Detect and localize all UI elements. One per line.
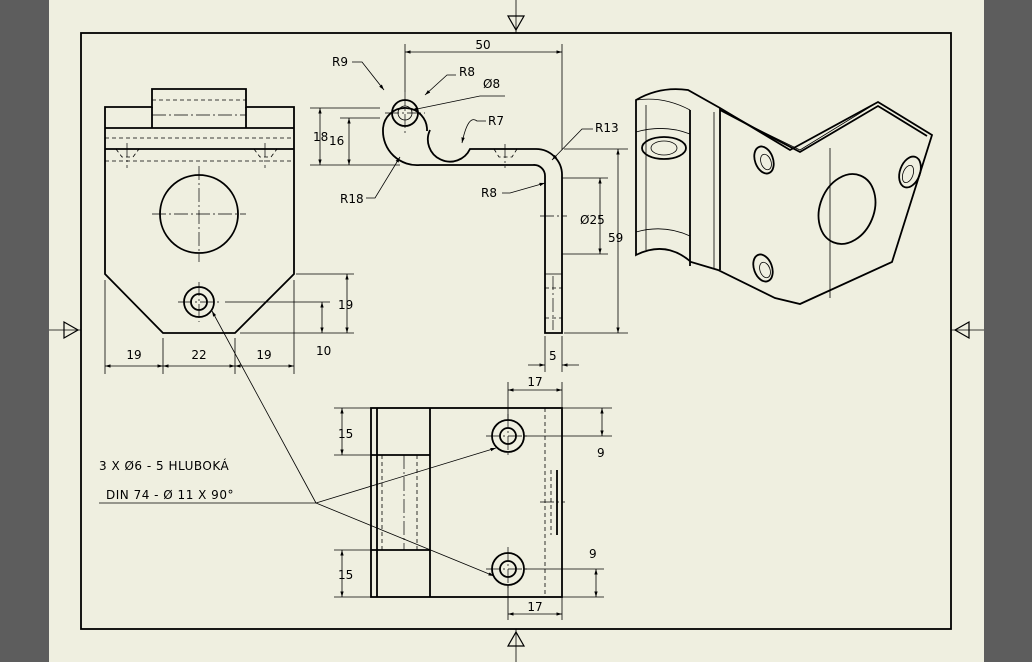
dim-side-r13: R13 xyxy=(595,121,619,135)
dim-side-50: 50 xyxy=(475,38,490,52)
dim-side-dia8: Ø8 xyxy=(483,77,500,91)
dim-front-19-left: 19 xyxy=(126,348,141,362)
dim-side-dia25: Ø25 xyxy=(580,213,605,227)
dim-top-17-bottom: 17 xyxy=(527,600,542,614)
front-view: 19 22 19 19 10 xyxy=(104,88,354,374)
note-countersink: DIN 74 - Ø 11 X 90° xyxy=(106,488,234,502)
isometric-view xyxy=(635,88,934,305)
dim-side-r18: R18 xyxy=(340,192,364,206)
dim-side-18: 18 xyxy=(313,130,328,144)
dim-side-59: 59 xyxy=(608,231,623,245)
dim-side-r8-top: R8 xyxy=(459,65,475,79)
dim-front-19-height: 19 xyxy=(338,298,353,312)
dim-top-9-top: 9 xyxy=(597,446,605,460)
dim-top-15-bottom: 15 xyxy=(338,568,353,582)
side-view: 50 18 16 R9 R8 Ø8 R7 R13 R18 R8 Ø25 59 5 xyxy=(310,38,628,372)
dim-side-r7: R7 xyxy=(488,114,504,128)
hole-note: 3 X Ø6 - 5 HLUBOKÁ DIN 74 - Ø 11 X 90° xyxy=(99,310,497,577)
dim-side-r9: R9 xyxy=(332,55,348,69)
dim-side-r8-bottom: R8 xyxy=(481,186,497,200)
top-view: 17 9 15 15 9 17 xyxy=(334,375,612,620)
dim-front-19-right: 19 xyxy=(256,348,271,362)
dim-top-17-top: 17 xyxy=(527,375,542,389)
dim-top-9-bottom: 9 xyxy=(589,547,597,561)
dim-front-22: 22 xyxy=(191,348,206,362)
centering-marks xyxy=(49,0,984,662)
dim-top-15-top: 15 xyxy=(338,427,353,441)
paper-sheet xyxy=(49,0,984,662)
dim-front-10: 10 xyxy=(316,344,331,358)
note-hole-depth: 3 X Ø6 - 5 HLUBOKÁ xyxy=(99,458,229,473)
dim-side-16: 16 xyxy=(329,134,344,148)
dim-side-5: 5 xyxy=(549,349,557,363)
